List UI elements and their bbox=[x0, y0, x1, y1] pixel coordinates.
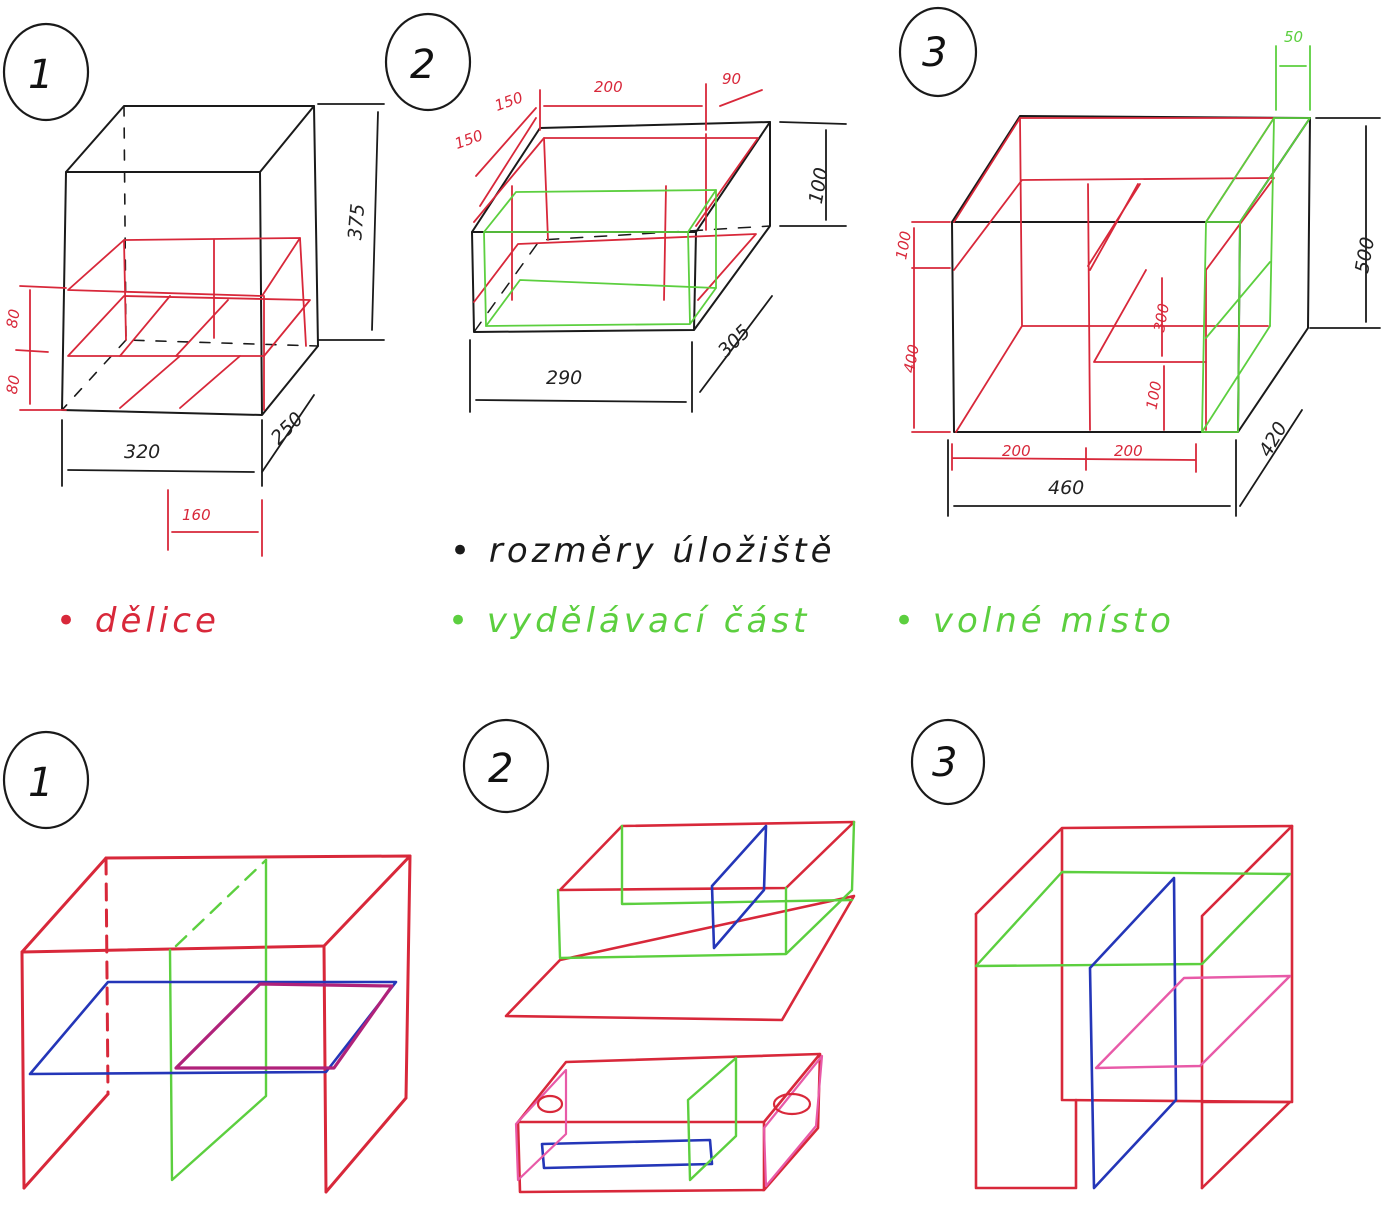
step-1-bottom-diagram bbox=[2, 730, 412, 1194]
dim-step3-w2: 200 bbox=[1114, 442, 1143, 460]
dim-step3-lower: 400 bbox=[900, 343, 923, 374]
dim-step3-upper: 100 bbox=[892, 230, 915, 261]
step-2-number: 2 bbox=[410, 42, 435, 88]
legend-red: • dělice bbox=[56, 601, 220, 641]
bottom-step-3-number: 3 bbox=[932, 740, 957, 786]
dim-step1-width: 320 bbox=[124, 441, 160, 463]
step-1-number: 1 bbox=[28, 52, 53, 98]
dim-step1-shelf-a: 80 bbox=[3, 308, 24, 330]
step-1-top-diagram bbox=[2, 22, 385, 557]
step-2-bottom-diagram bbox=[462, 718, 856, 1194]
dim-step3-w1: 200 bbox=[1002, 442, 1031, 460]
dim-step2-d: 90 bbox=[722, 70, 741, 88]
dim-step2-b: 150 bbox=[452, 126, 485, 153]
step-3-number: 3 bbox=[922, 30, 947, 76]
dim-step1-offset: 160 bbox=[182, 506, 211, 524]
dim-step3-width: 460 bbox=[1048, 477, 1084, 499]
step-3-bottom-diagram bbox=[910, 718, 1294, 1190]
dim-step3-small: 100 bbox=[1143, 380, 1166, 411]
dim-step3-top: 50 bbox=[1284, 28, 1303, 46]
legend-green-2: • volné místo bbox=[894, 601, 1175, 641]
dim-step3-mid: 300 bbox=[1150, 302, 1173, 333]
dim-step1-height: 375 bbox=[344, 203, 369, 241]
step-number-circle bbox=[898, 6, 978, 98]
step-number-circle bbox=[2, 22, 90, 122]
legend-black: • rozměry úložiště bbox=[450, 531, 836, 571]
legend-green-1: • vydělávací část bbox=[448, 601, 810, 641]
step-2-top-diagram bbox=[384, 12, 847, 413]
step-number-circle bbox=[384, 12, 472, 112]
step-number-circle bbox=[910, 718, 986, 806]
step-number-circle bbox=[2, 730, 90, 830]
bottom-step-1-number: 1 bbox=[28, 760, 53, 806]
dim-step3-depth: 420 bbox=[1255, 418, 1292, 460]
dim-step2-a: 150 bbox=[492, 88, 525, 115]
dim-step2-c: 200 bbox=[594, 78, 623, 96]
bottom-step-2-number: 2 bbox=[488, 746, 513, 792]
dim-step1-shelf-b: 80 bbox=[3, 374, 24, 396]
step-number-circle bbox=[462, 718, 550, 814]
dim-step3-height: 500 bbox=[1351, 235, 1379, 275]
step-3-top-diagram bbox=[898, 6, 1381, 517]
dim-step2-height: 100 bbox=[805, 166, 833, 206]
dim-step2-width: 290 bbox=[546, 367, 582, 389]
